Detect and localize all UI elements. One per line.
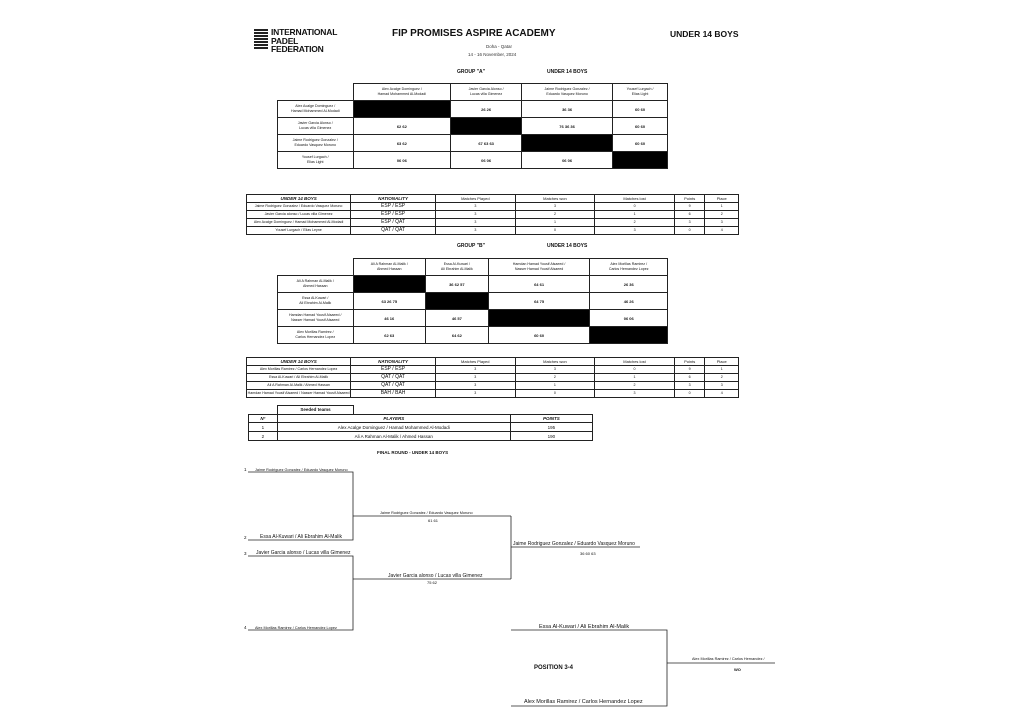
group-b-category: UNDER 14 BOYS xyxy=(547,243,588,249)
standings-row: Javier Garcia alonso / Lucas villa Gimen… xyxy=(245,210,739,219)
score-cell: 06 06 xyxy=(521,151,614,169)
group-a-label: GROUP "A" xyxy=(457,69,485,75)
col-header: Yousef Lurgach /Elias Light xyxy=(612,83,668,101)
standings-cell: 4 xyxy=(704,389,739,398)
score-cell: 60 60 xyxy=(487,326,591,344)
group-a-matrix: Alex Acalge Dominguez /Hamad Mohammed Al… xyxy=(277,83,668,169)
semi-1-team: Jaime Rodriguez Gonzalez / Eduardo Vasqu… xyxy=(380,511,473,515)
r1-team-1: Jaime Rodriguez Gonzalez / Eduardo Vasqu… xyxy=(255,468,348,472)
standings-cell: Yousef Lurgach / Elias Leyne xyxy=(245,226,352,235)
standings-cell: BAH / BAH xyxy=(350,389,436,398)
standings-row: Hamdan Hamad Yousif Alsaeed / Nasser Ham… xyxy=(245,389,739,398)
third-winner-team: Alex Morillas Ramirez / Carlos Hernandez… xyxy=(692,657,765,661)
diagonal-cell xyxy=(612,151,668,169)
third-winner-score: WO xyxy=(734,667,741,672)
logo-mark-icon xyxy=(254,28,268,56)
third-team-1: Essa Al-Kuwari / Ali Ebrahim Al-Malik xyxy=(539,624,630,630)
semi-2-team: Javier Garcia alonso / Lucas villa Gimen… xyxy=(388,573,483,579)
r1-team-4: Alex Morillas Ramirez / Carlos Hernandez… xyxy=(255,626,337,630)
standings-cell: 4 xyxy=(704,226,739,235)
standings-cell: QAT / QAT xyxy=(350,226,436,235)
final-winner-score: 36 60 63 xyxy=(580,551,596,556)
r1-seed-4: 4 xyxy=(244,625,247,630)
diagonal-cell xyxy=(521,134,614,152)
score-cell: 64 62 xyxy=(425,326,489,344)
diagonal-cell xyxy=(425,292,489,310)
r1-seed-1: 1 xyxy=(244,467,247,472)
standings-cell: Hamdan Hamad Yousif Alsaeed / Nasser Ham… xyxy=(245,389,352,398)
category-title: UNDER 14 BOYS xyxy=(670,29,739,39)
col-header: Alex Morillas Ramirez /Carlos Hernandez … xyxy=(589,258,668,276)
group-b-label: GROUP "B" xyxy=(457,243,485,249)
r1-seed-3: 3 xyxy=(244,551,247,556)
semi-2-score: 75 62 xyxy=(427,580,438,585)
seeded-cell: 190 xyxy=(509,431,594,441)
third-team-2: Alex Morillas Ramirez / Carlos Hernandez… xyxy=(524,699,643,705)
r1-seed-2: 2 xyxy=(244,535,247,540)
position-3-4-label: POSITION 3-4 xyxy=(534,665,574,671)
ipf-logo: INTERNATIONAL PADEL FEDERATION xyxy=(254,28,337,58)
logo-text: INTERNATIONAL PADEL FEDERATION xyxy=(271,27,338,54)
standings-cell: 3 xyxy=(594,389,675,398)
location: Doha - Qatar xyxy=(486,44,513,49)
final-winner-team: Jaime Rodriguez Gonzalez / Eduardo Vasqu… xyxy=(513,541,635,547)
tournament-title: FIP PROMISES ASPIRE ACADEMY xyxy=(392,28,556,39)
dates: 14 - 16 November, 2024 xyxy=(468,52,517,57)
r1-team-2: Essa Al-Kuwari / Ali Ebrahim Al-Malik xyxy=(260,534,342,540)
diagonal-cell xyxy=(352,275,427,293)
row-header: Yousef Lurgach /Elias Light xyxy=(277,151,354,169)
standings-cell: 0 xyxy=(673,226,706,235)
diagonal-cell xyxy=(589,326,668,344)
final-round-title: FINAL ROUND - UNDER 14 BOYS xyxy=(377,450,449,455)
semi-1-score: 61 61 xyxy=(428,518,439,523)
standings-cell: 3 xyxy=(594,226,675,235)
r1-team-3: Javier Garcia alonso / Lucas villa Gimen… xyxy=(256,550,351,556)
group-a-category: UNDER 14 BOYS xyxy=(547,69,588,75)
score-cell: 06 06 xyxy=(450,151,523,169)
